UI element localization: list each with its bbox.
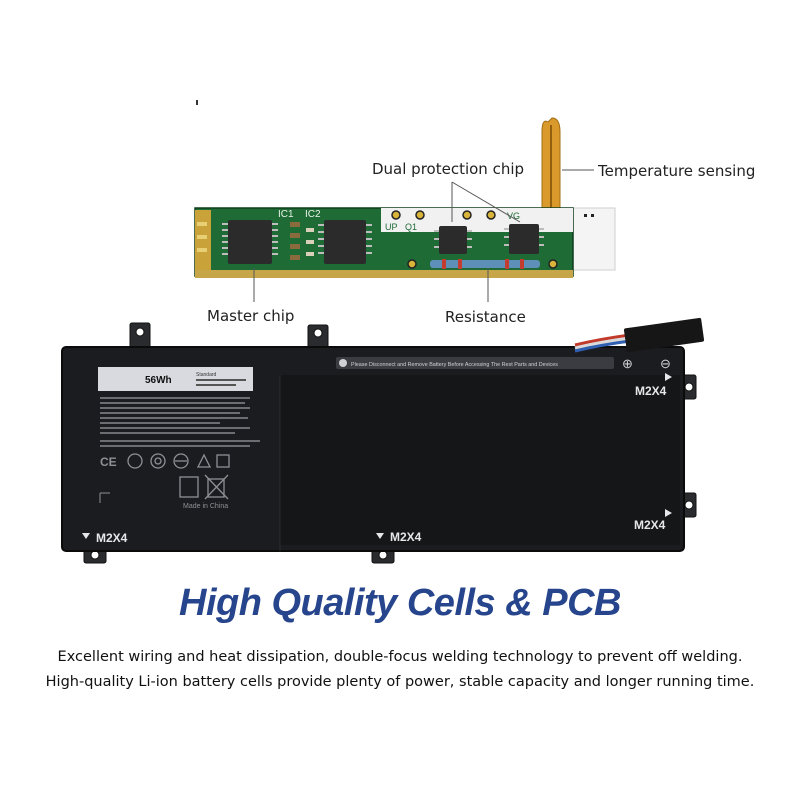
screw-label-bottom-center: M2X4 — [390, 530, 422, 544]
screw-label-bottom-right: M2X4 — [634, 518, 666, 532]
description-line-1: Excellent wiring and heat dissipation, d… — [57, 649, 743, 665]
warning-banner-text: Please Disconnect and Remove Battery Bef… — [351, 362, 558, 368]
callout-leader-lines — [253, 169, 594, 302]
pcb-label-q1: Q1 — [405, 222, 417, 232]
pcb-board: IC1 IC2 UP Q1 VG — [194, 207, 574, 278]
callout-master-chip: Master chip — [207, 307, 295, 325]
svg-text:CE: CE — [100, 455, 117, 469]
callout-resistance: Resistance — [445, 308, 526, 326]
screw-label-top-right: M2X4 — [635, 384, 667, 398]
temperature-sensor-flex-cable — [541, 117, 561, 211]
protection-chip-1 — [439, 226, 467, 254]
pcb-closeup-figure: IC1 IC2 UP Q1 VG — [194, 100, 616, 302]
master-chip-ic — [228, 220, 272, 264]
battery-pack-figure: 56Wh Standard CE Made in China Please Di… — [61, 317, 705, 564]
pcb-label-vg: VG — [507, 211, 520, 221]
pcb-label-ic2: IC2 — [305, 209, 321, 220]
certification-icons: CE — [100, 453, 230, 469]
minus-terminal-icon: ⊖ — [660, 356, 671, 371]
battery-fine-print — [100, 397, 260, 447]
battery-connector-plug — [623, 317, 705, 353]
standard-text: Standard — [196, 372, 217, 378]
capacity-text: 56Wh — [145, 375, 172, 386]
pcb-label-ic1: IC1 — [278, 209, 294, 220]
callout-temperature-sensing: Temperature sensing — [598, 162, 756, 180]
recycling-icons — [179, 474, 229, 500]
callout-dual-protection-chip: Dual protection chip — [372, 160, 525, 178]
ic2-chip — [324, 220, 366, 264]
screw-arrows — [82, 373, 672, 539]
pcb-label-up: UP — [385, 222, 398, 232]
description-line-2: High-quality Li-ion battery cells provid… — [45, 674, 755, 690]
plus-terminal-icon: ⊕ — [622, 356, 633, 371]
resistance-component — [430, 260, 540, 268]
headline: High Quality Cells & PCB — [179, 582, 621, 624]
warning-banner — [336, 357, 614, 369]
made-in-china-text: Made in China — [183, 503, 228, 510]
screw-label-bottom-left: M2X4 — [96, 531, 128, 545]
pcb-edge-contacts — [195, 210, 211, 270]
battery-connector-cable — [574, 317, 705, 353]
protection-chip-2 — [509, 224, 539, 254]
